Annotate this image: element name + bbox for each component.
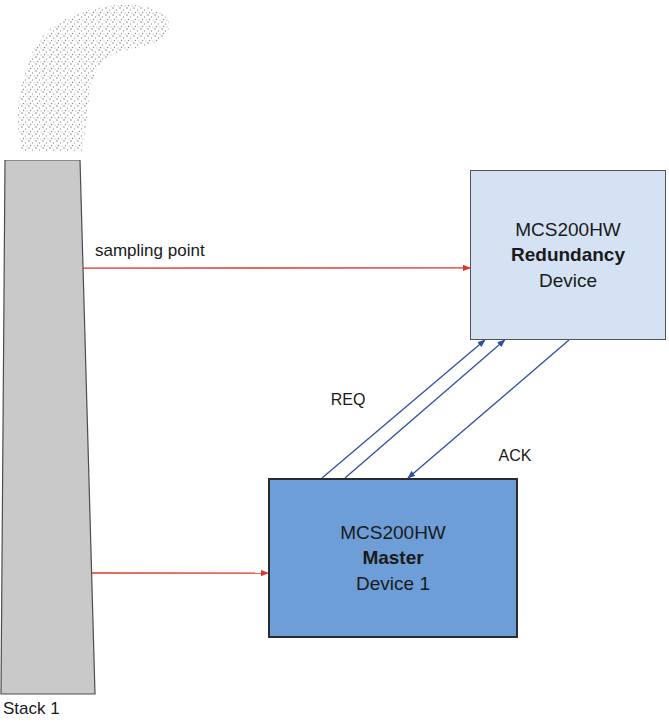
- device-box: MCS200HWRedundancyDevice: [470, 170, 666, 340]
- signal-line: [408, 340, 569, 478]
- edge-label: REQ: [329, 391, 368, 409]
- stack-label: Stack 1: [3, 699, 60, 719]
- sample-line: [83, 267, 470, 268]
- chimney-outline: [1, 160, 95, 694]
- device-text: Device 1: [356, 571, 430, 597]
- signal-line: [322, 340, 485, 478]
- device-box: MCS200HWMasterDevice 1: [268, 478, 518, 638]
- edge-label: sampling point: [93, 241, 207, 261]
- edge-label: ACK: [496, 447, 533, 465]
- device-text: Device: [539, 268, 597, 294]
- signal-line: [345, 340, 505, 478]
- chimney-shape: [0, 160, 100, 695]
- device-text: MCS200HW: [515, 217, 621, 243]
- device-text: MCS200HW: [340, 520, 446, 546]
- stack-chimney: Stack 1: [0, 160, 100, 695]
- device-role: Master: [362, 545, 423, 571]
- sample-line: [92, 572, 268, 573]
- smoke-cloud: [18, 5, 170, 152]
- device-role: Redundancy: [511, 242, 625, 268]
